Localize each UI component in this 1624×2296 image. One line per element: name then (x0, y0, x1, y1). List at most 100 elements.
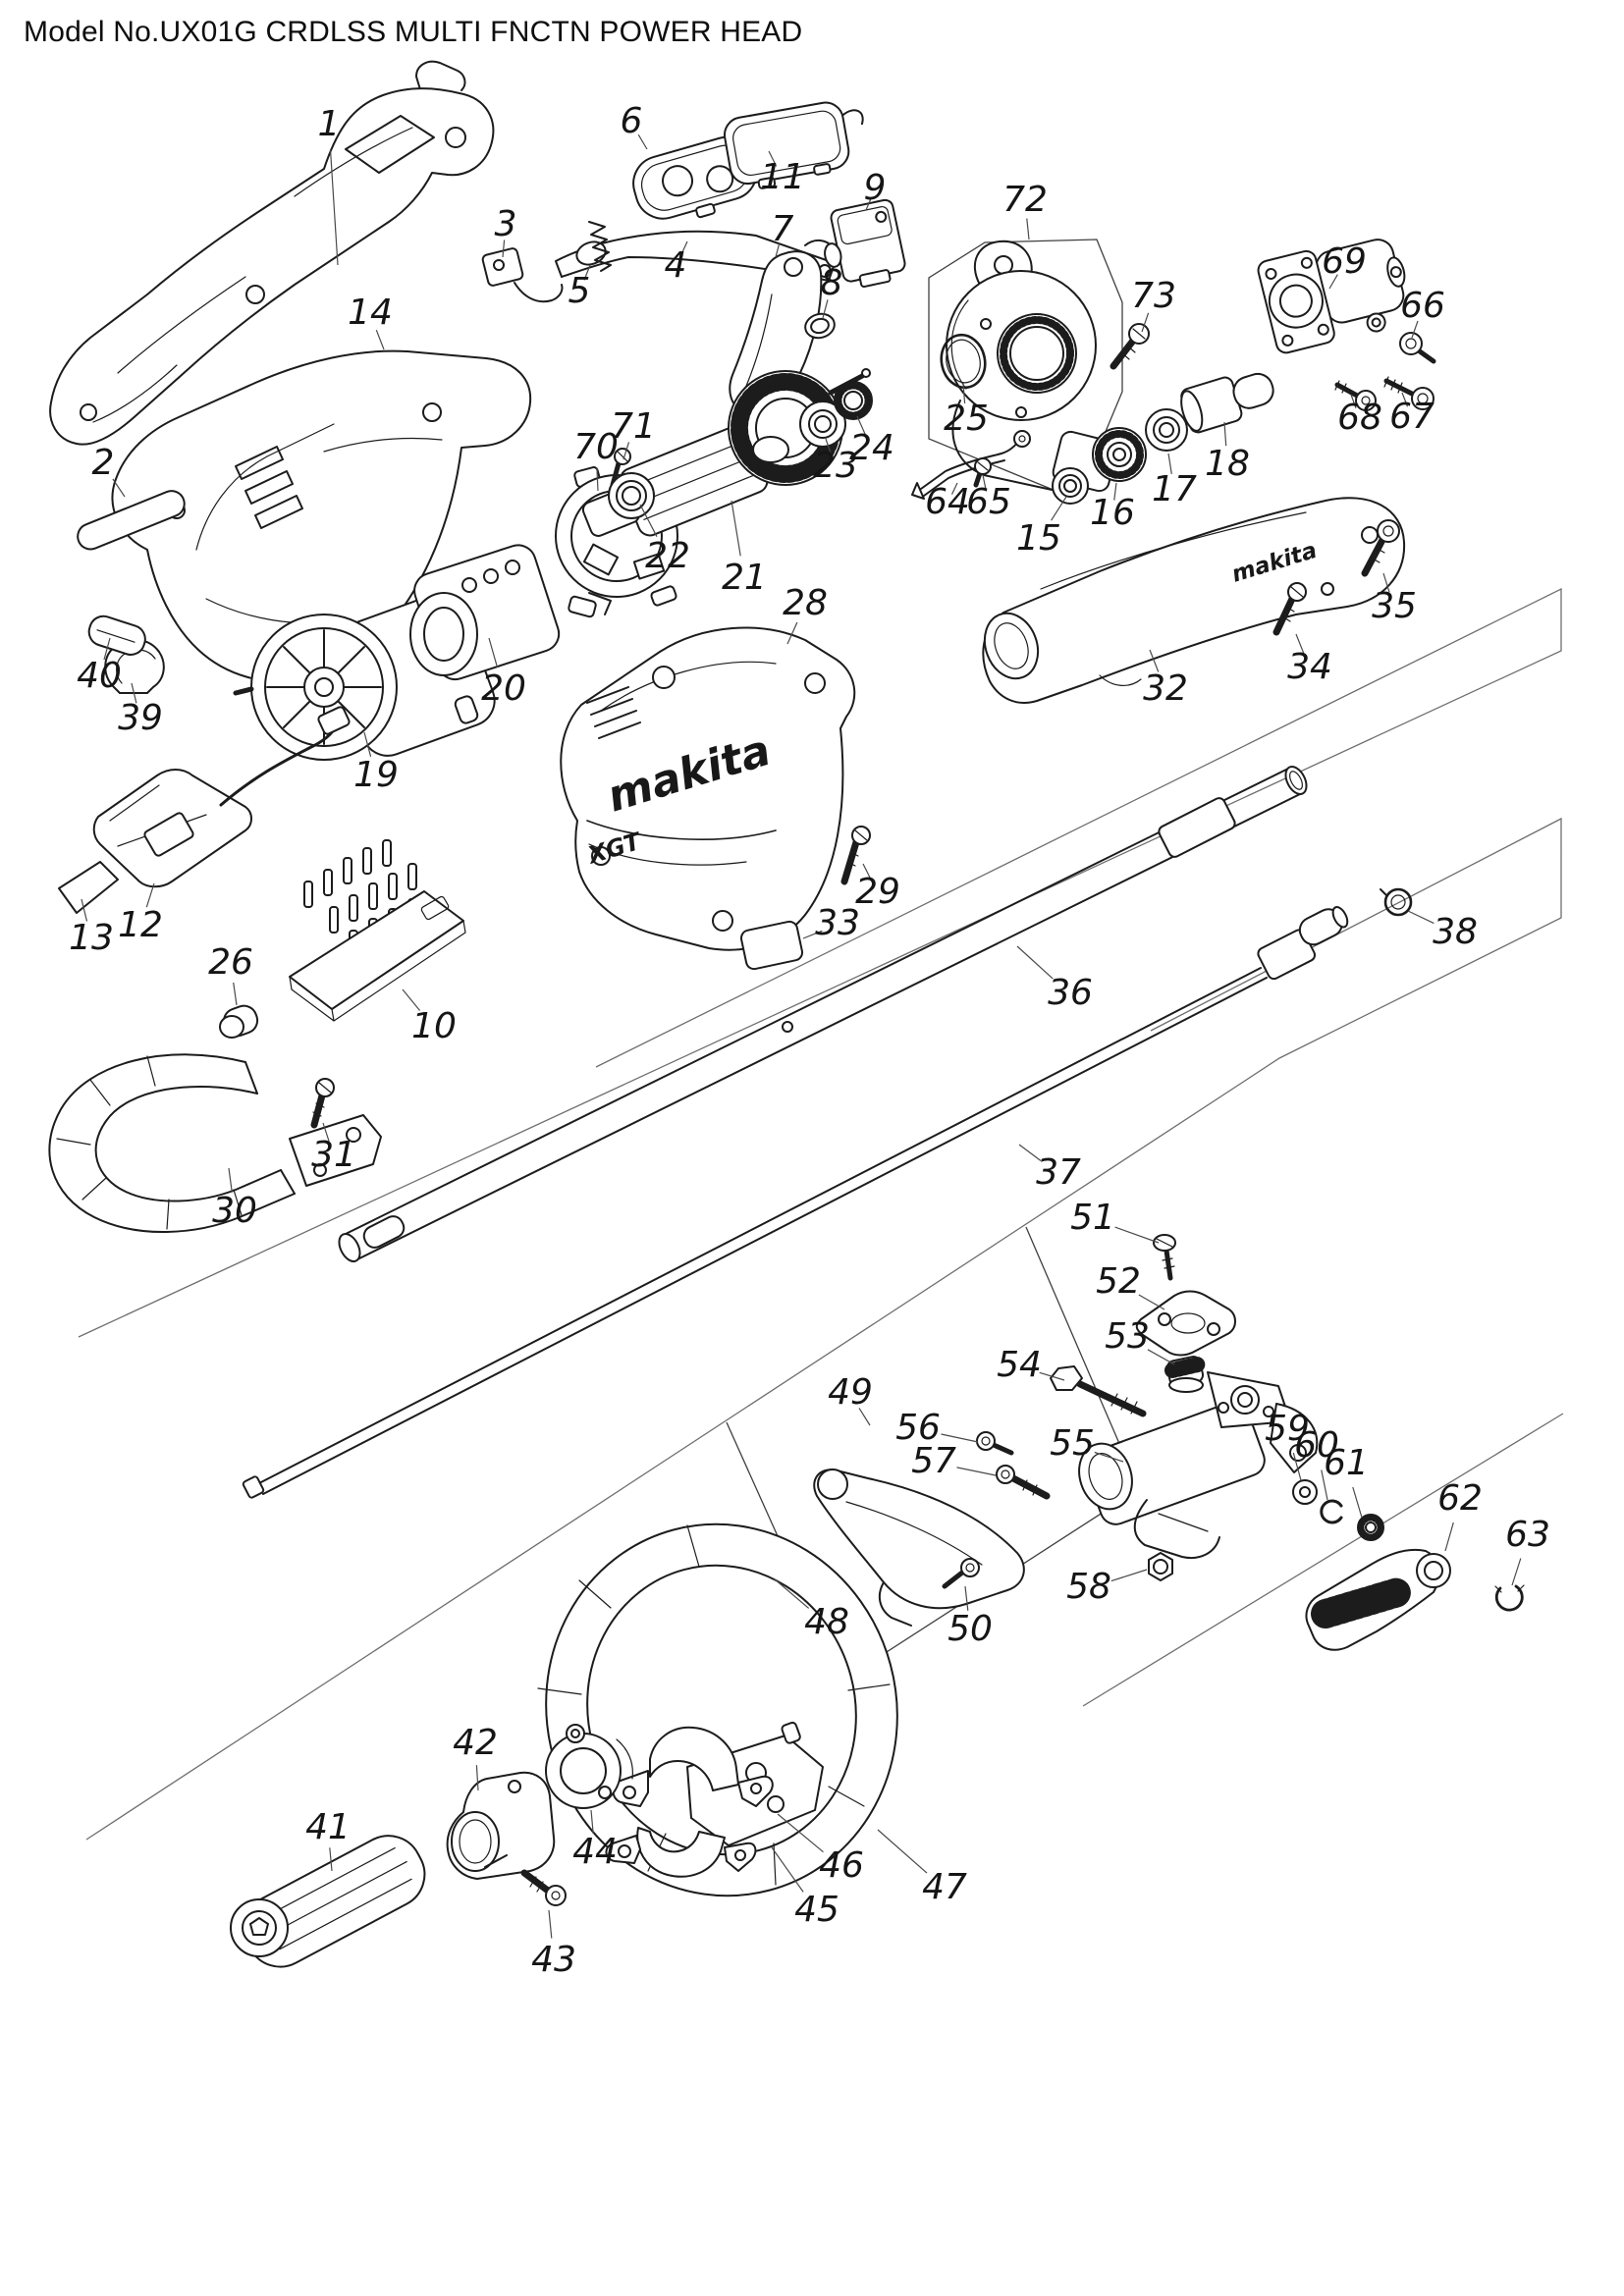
part-label-45: 45 (794, 1890, 839, 1930)
part-label-4: 4 (665, 245, 687, 286)
part-45-clamp-lower (605, 1827, 757, 1878)
leader-line-66 (1411, 320, 1419, 339)
part-33-name-plate (739, 920, 804, 971)
part-29-screw (840, 826, 871, 885)
part-label-13: 13 (69, 918, 114, 958)
part-label-11: 11 (760, 157, 805, 197)
group-boundary-lines (78, 239, 1564, 1841)
part-label-48: 48 (804, 1602, 849, 1642)
leader-line-29 (862, 863, 872, 881)
part-59-washer (1292, 1479, 1318, 1505)
leader-line-33 (802, 930, 823, 939)
leader-line-60 (1321, 1469, 1328, 1501)
part-label-54: 54 (997, 1345, 1042, 1385)
part-17-bearing (1145, 408, 1188, 452)
part-label-35: 35 (1372, 586, 1417, 626)
leader-line-46 (777, 1813, 824, 1853)
part-label-16: 16 (1090, 493, 1135, 533)
leader-line-56 (941, 1433, 979, 1443)
part-label-47: 47 (922, 1867, 967, 1907)
part-label-33: 33 (815, 903, 860, 943)
part-8-o-ring (804, 312, 836, 340)
part-label-25: 25 (944, 399, 989, 439)
leader-line-30 (228, 1167, 233, 1193)
part-label-69: 69 (1322, 241, 1367, 282)
part-label-57: 57 (911, 1441, 956, 1481)
part-label-41: 41 (305, 1807, 351, 1847)
part-label-49: 49 (828, 1372, 873, 1413)
part-41-grip (230, 1835, 426, 1968)
part-label-64: 64 (925, 482, 970, 522)
part-58-nut (1148, 1552, 1173, 1581)
part-30-handle-bar (48, 1053, 382, 1234)
leader-line-11 (768, 150, 778, 167)
leader-line-59 (1292, 1452, 1302, 1481)
part-26-sleeve (219, 1004, 259, 1039)
leader-line-36 (1016, 945, 1054, 980)
part-label-43: 43 (531, 1940, 576, 1980)
part-53-plug (1164, 1356, 1206, 1393)
part-label-15: 15 (1016, 518, 1061, 559)
part-1-housing-upper (49, 60, 495, 446)
leader-line-72 (1026, 218, 1030, 240)
part-label-66: 66 (1400, 286, 1445, 326)
part-42-clamp-sleeve (446, 1771, 556, 1880)
part-11-cover (724, 101, 864, 189)
leader-line-8 (822, 299, 829, 319)
part-label-21: 21 (722, 558, 767, 598)
part-label-22: 22 (645, 536, 690, 576)
part-label-3: 3 (495, 204, 517, 244)
leader-line-48 (773, 1577, 810, 1609)
part-65-screw (973, 457, 992, 488)
part-label-12: 12 (118, 905, 163, 945)
part-28-motor-housing: makita XGT (560, 626, 856, 951)
part-label-56: 56 (895, 1408, 941, 1448)
part-31-screw (310, 1078, 335, 1129)
leader-line-64 (950, 482, 958, 495)
part-number-labels: 1234567891011121314151617181920212223242… (69, 101, 1550, 1980)
leader-line-68 (1350, 394, 1357, 409)
part-label-8: 8 (821, 263, 843, 303)
part-label-31: 31 (311, 1135, 356, 1175)
leader-line-42 (475, 1765, 479, 1791)
leader-line-5 (583, 264, 591, 281)
part-label-62: 62 (1437, 1478, 1483, 1519)
part-label-39: 39 (118, 698, 163, 738)
leader-line-22 (639, 504, 658, 537)
leader-line-67 (1401, 392, 1409, 407)
part-32-rear-housing: makita (982, 497, 1406, 704)
leader-line-44 (590, 1809, 594, 1835)
part-label-23: 23 (813, 446, 858, 486)
part-label-73: 73 (1131, 276, 1176, 316)
part-68-screw (1334, 380, 1377, 411)
part-label-55: 55 (1050, 1423, 1095, 1464)
part-label-58: 58 (1066, 1567, 1111, 1607)
leader-lines (81, 133, 1522, 1939)
part-23-bearing (799, 400, 846, 448)
leader-line-32 (1149, 649, 1160, 672)
part-43-screw (520, 1869, 567, 1906)
part-25-o-ring (940, 333, 987, 390)
part-label-36: 36 (1048, 973, 1093, 1013)
leader-line-4 (679, 240, 688, 256)
part-50-screw (942, 1558, 980, 1589)
leader-line-19 (363, 731, 372, 757)
part-label-18: 18 (1205, 444, 1250, 484)
leader-line-2 (112, 478, 126, 498)
part-label-42: 42 (453, 1723, 498, 1763)
part-73-screw (1110, 323, 1150, 370)
leader-line-3 (502, 240, 506, 258)
part-label-14: 14 (348, 293, 393, 333)
leader-line-20 (488, 637, 499, 668)
leader-line-61 (1352, 1486, 1363, 1519)
leader-line-52 (1138, 1294, 1165, 1310)
leader-line-55 (1094, 1451, 1124, 1463)
leader-line-6 (637, 133, 648, 150)
part-67-bolt (1383, 376, 1435, 410)
leader-line-70 (596, 467, 599, 492)
part-66-screw (1399, 332, 1436, 364)
part-label-63: 63 (1505, 1515, 1550, 1555)
leader-line-12 (145, 882, 155, 908)
part-label-44: 44 (572, 1832, 618, 1872)
